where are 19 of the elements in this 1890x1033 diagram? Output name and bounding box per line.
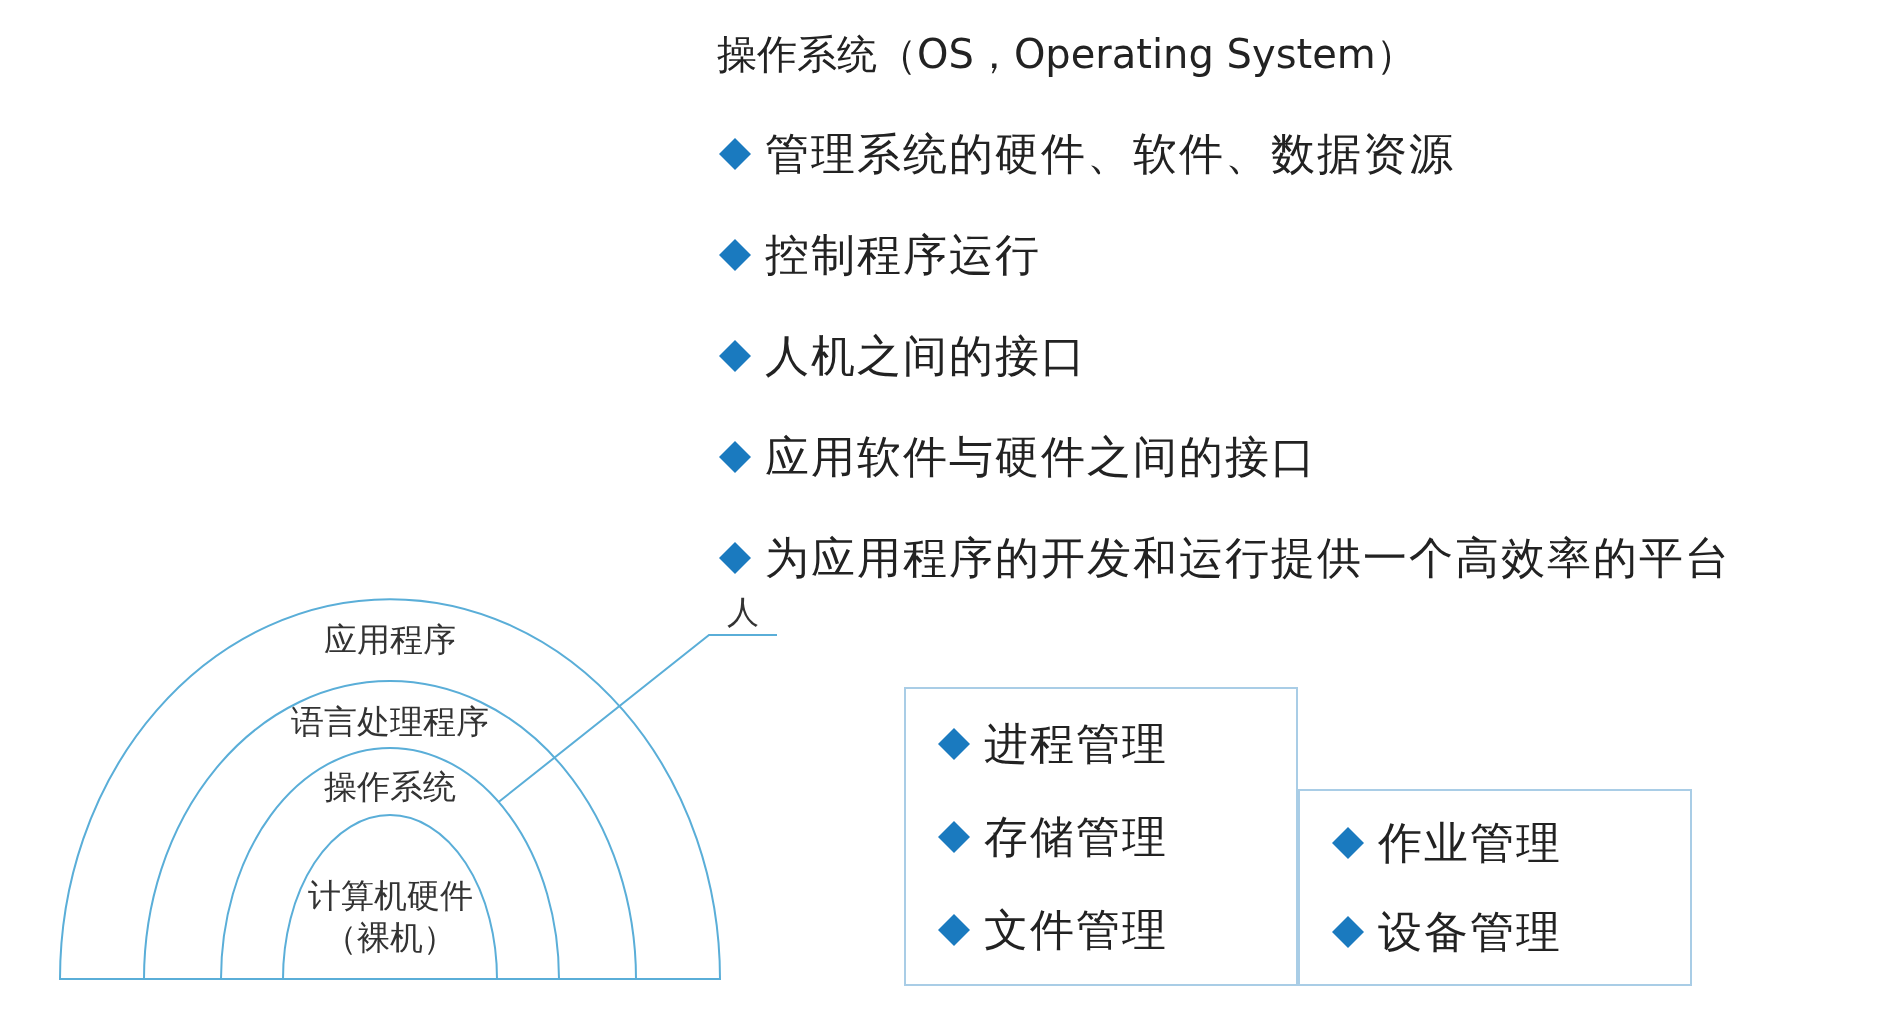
callout-label: 人 xyxy=(718,590,768,634)
layer-label: 操作系统 xyxy=(323,766,457,808)
layer-label: 语言处理程序 xyxy=(290,701,490,743)
function-item: 作业管理 xyxy=(1378,816,1562,871)
layer-label: 应用程序 xyxy=(323,619,457,661)
leader-line xyxy=(497,634,778,803)
function-item: 进程管理 xyxy=(984,716,1168,771)
layer-label: 计算机硬件（裸机） xyxy=(306,875,474,959)
bullet-text: 为应用程序的开发和运行提供一个高效率的平台 xyxy=(765,531,1731,585)
bullet-text: 应用软件与硬件之间的接口 xyxy=(765,430,1317,484)
function-item: 设备管理 xyxy=(1378,904,1562,959)
function-item: 文件管理 xyxy=(984,902,1168,957)
function-panel xyxy=(904,687,1298,986)
bullet-text: 管理系统的硬件、软件、数据资源 xyxy=(765,127,1455,181)
bullet-text: 控制程序运行 xyxy=(765,228,1041,282)
bullet-text: 人机之间的接口 xyxy=(765,329,1087,383)
function-panel xyxy=(1298,789,1692,986)
function-item: 存储管理 xyxy=(984,809,1168,864)
heading: 操作系统（OS，Operating System） xyxy=(717,30,1416,79)
